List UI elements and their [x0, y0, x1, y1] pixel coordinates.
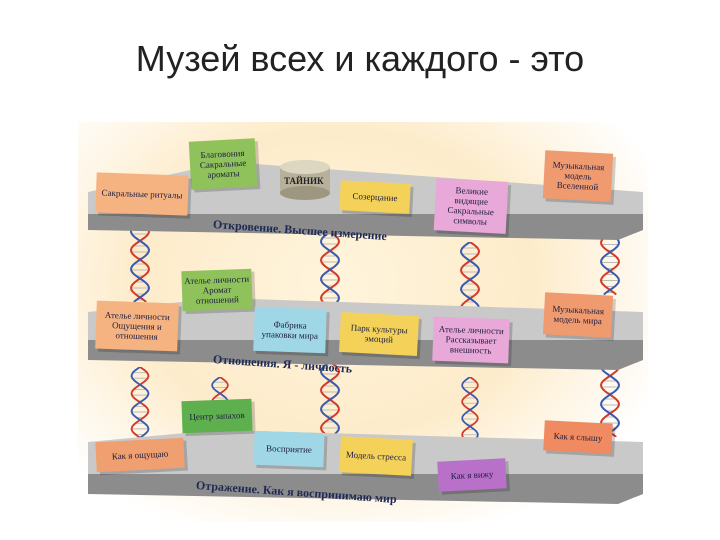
exhibit-block: Ателье личности Рассказывает внешность	[432, 316, 510, 364]
cylinder-icon	[280, 160, 330, 200]
exhibit-block: Ателье личности Аромат отношений	[181, 268, 253, 312]
exhibit-block: Великие видящие Сакральные символы	[433, 178, 509, 234]
dna-helix-icon	[319, 232, 341, 312]
exhibit-block: Фабрика упаковки мира	[253, 306, 327, 354]
museum-diagram: Откровение. Высшее измерение Отношения. …	[78, 122, 648, 522]
exhibit-block: Созерцание	[339, 180, 411, 214]
exhibit-block: Как я слышу	[543, 420, 613, 454]
exhibit-block: Музыкальная модель мира	[542, 292, 614, 338]
exhibit-block: Модель стресса	[339, 436, 413, 476]
dna-helix-icon	[130, 367, 150, 442]
cylinder-label: ТАЙНИК	[284, 176, 324, 186]
exhibit-block: Восприятие	[253, 430, 325, 468]
exhibit-block: Благовония Сакральные ароматы	[188, 138, 258, 190]
exhibit-block: Центр запахов	[181, 398, 253, 434]
exhibit-block: Ателье личности Ощущения и отношения	[95, 300, 179, 352]
dna-helix-icon	[319, 362, 341, 442]
exhibit-block: Музыкальная модель Вселенной	[542, 150, 614, 202]
slide-title: Музей всех и каждого - это	[135, 38, 585, 79]
exhibit-block: Как я вижу	[437, 458, 507, 492]
exhibit-block: Как я ощущаю	[95, 437, 185, 473]
exhibit-block: Парк культуры эмоций	[339, 311, 419, 357]
dna-helix-icon	[129, 222, 151, 302]
exhibit-block: Сакральные ритуалы	[95, 172, 189, 216]
